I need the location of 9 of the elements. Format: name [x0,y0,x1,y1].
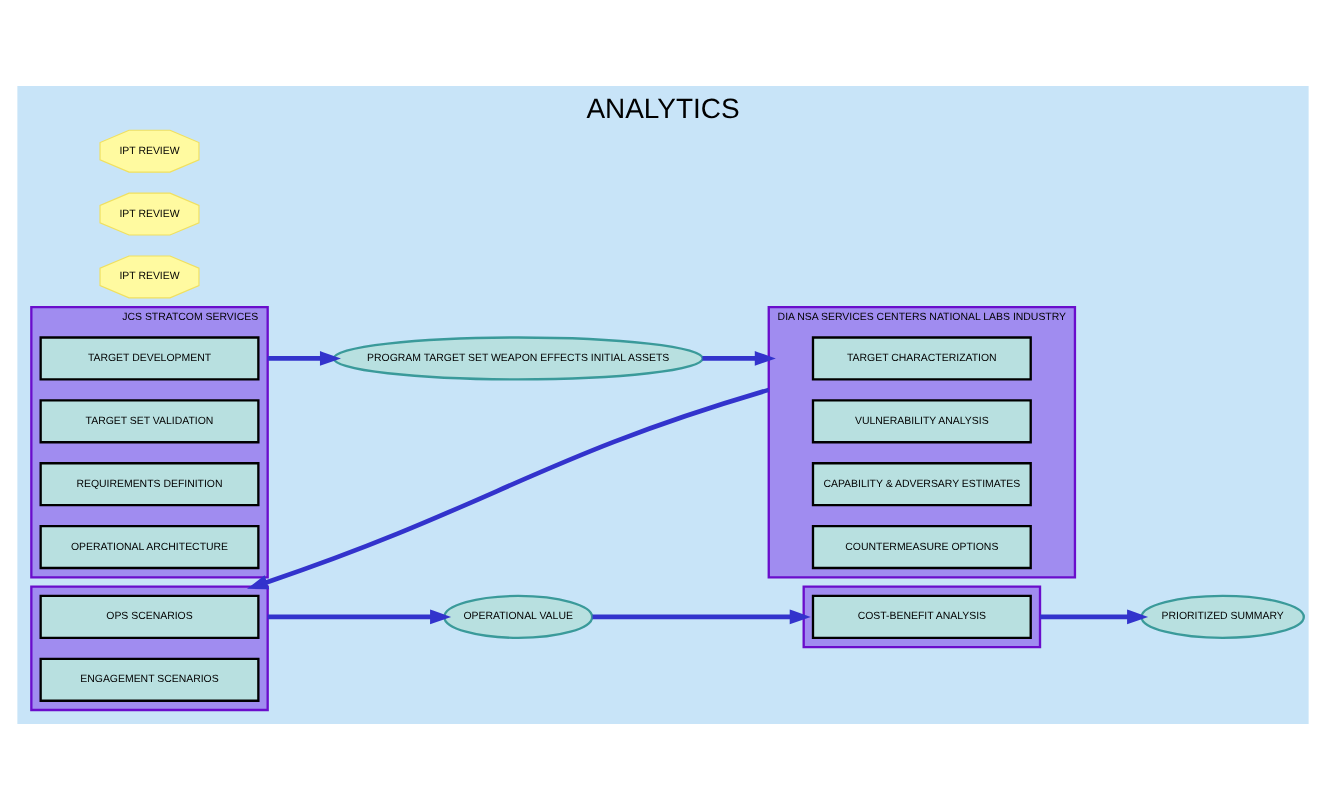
diagram-title: ANALYTICS [586,90,740,123]
cluster [30,584,269,711]
arrow [1040,608,1149,624]
arrow [267,350,341,365]
arrow [267,608,452,624]
arrow [592,608,811,624]
arrow [246,386,770,589]
cluster [802,584,1042,648]
arrow [702,350,776,365]
